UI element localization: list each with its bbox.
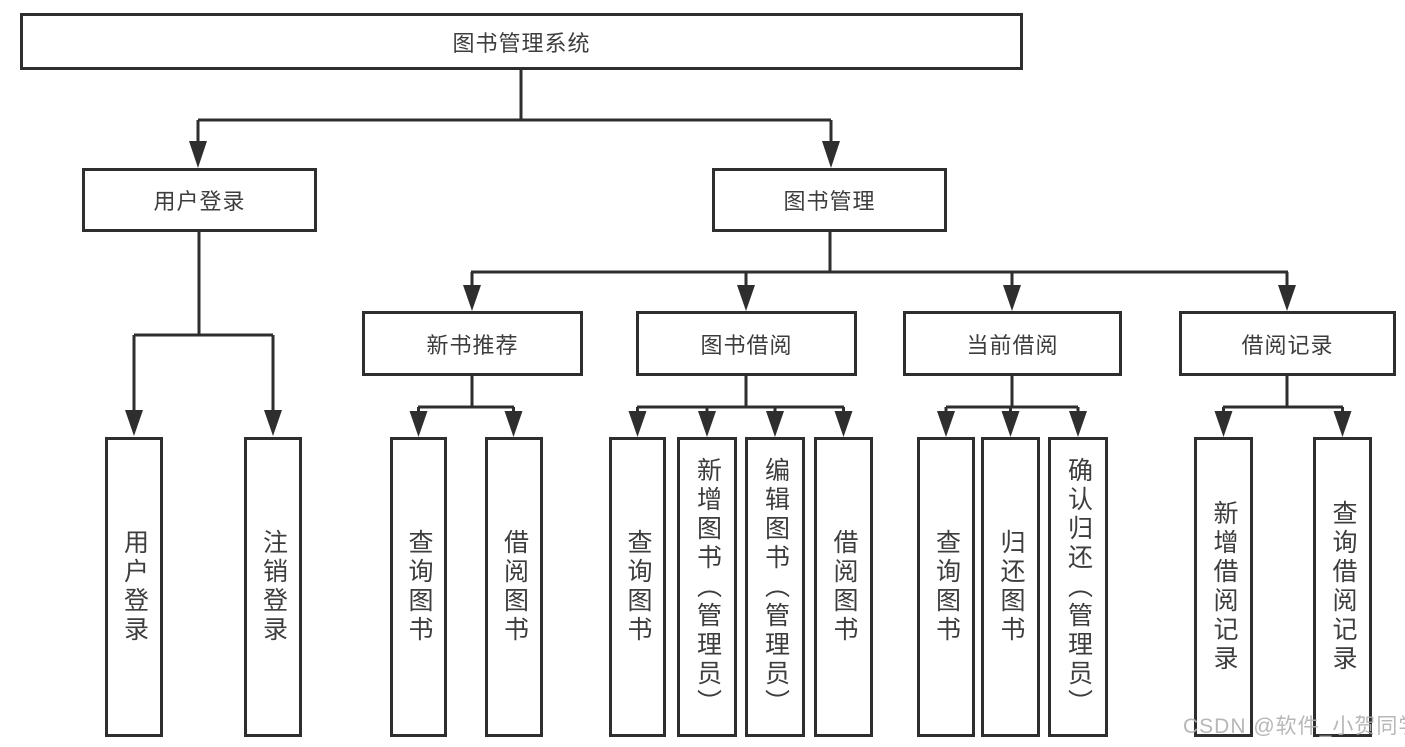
leaf-newbooks-borrow: 借阅图书 xyxy=(485,437,543,737)
leaf-newbooks-query-label: 查询图书 xyxy=(405,529,433,645)
leaf-current-return: 归还图书 xyxy=(981,437,1040,737)
leaf-logout-label: 注销登录 xyxy=(259,529,288,645)
leaf-borrowing-query-label: 查询图书 xyxy=(624,529,652,645)
node-new-book-recommend: 新书推荐 xyxy=(362,311,583,376)
leaf-records-add: 新增借阅记录 xyxy=(1194,437,1253,737)
leaf-borrowing-query: 查询图书 xyxy=(609,437,666,737)
leaf-logout: 注销登录 xyxy=(244,437,302,737)
leaf-records-query: 查询借阅记录 xyxy=(1313,437,1372,737)
leaf-borrowing-add: 新增图书（管理员） xyxy=(677,437,737,737)
csdn-watermark: CSDN @软件_小贺同学 xyxy=(1183,715,1405,738)
arrowhead-cur-return xyxy=(1001,411,1020,437)
leaf-records-query-label: 查询借阅记录 xyxy=(1329,500,1357,674)
leaf-borrowing-borrow-label: 借阅图书 xyxy=(830,529,858,645)
node-user-login: 用户登录 xyxy=(82,168,317,232)
arrowhead-cur-confirm xyxy=(1069,411,1087,437)
arrowhead-current xyxy=(1003,285,1021,311)
arrowhead-nb-query xyxy=(409,411,428,437)
arrowhead-rec-query xyxy=(1333,411,1352,437)
node-book-management: 图书管理 xyxy=(712,168,947,232)
leaf-records-add-label: 新增借阅记录 xyxy=(1210,500,1238,674)
leaf-borrowing-borrow: 借阅图书 xyxy=(814,437,873,737)
leaf-user-login: 用户登录 xyxy=(105,437,163,737)
arrowhead-user-login xyxy=(189,141,207,168)
leaf-borrowing-edit-label: 编辑图书（管理员） xyxy=(761,456,790,718)
leaf-borrowing-edit: 编辑图书（管理员） xyxy=(745,437,805,737)
arrowhead-bw-edit xyxy=(766,411,784,437)
leaf-current-query-label: 查询图书 xyxy=(932,529,961,645)
arrowhead-borrowing xyxy=(737,285,755,311)
leaf-borrowing-add-label: 新增图书（管理员） xyxy=(693,456,722,718)
arrowhead-book-mgmt xyxy=(822,141,840,168)
arrowhead-bw-query xyxy=(628,411,647,437)
node-root: 图书管理系统 xyxy=(20,13,1023,70)
arrowhead-bw-borrow xyxy=(834,411,853,437)
node-book-borrowing: 图书借阅 xyxy=(636,311,857,376)
node-borrow-records: 借阅记录 xyxy=(1179,311,1396,376)
arrowhead-cur-query xyxy=(937,411,955,437)
arrowhead-nb-borrow xyxy=(504,411,523,437)
arrowhead-rec-add xyxy=(1214,411,1233,437)
arrowhead-logout xyxy=(264,410,282,436)
leaf-current-return-label: 归还图书 xyxy=(997,529,1025,645)
arrowhead-login xyxy=(125,410,143,436)
node-current-borrowing: 当前借阅 xyxy=(903,311,1122,376)
arrowhead-new-books xyxy=(463,285,481,311)
arrowheads xyxy=(125,141,1352,437)
leaf-newbooks-query: 查询图书 xyxy=(390,437,447,737)
leaf-current-query: 查询图书 xyxy=(917,437,975,737)
arrowhead-bw-add xyxy=(698,411,716,437)
arrowhead-records xyxy=(1278,285,1296,311)
leaf-current-confirm: 确认归还（管理员） xyxy=(1048,437,1108,737)
leaf-current-confirm-label: 确认归还（管理员） xyxy=(1064,456,1093,718)
leaf-newbooks-borrow-label: 借阅图书 xyxy=(500,529,529,645)
leaf-user-login-label: 用户登录 xyxy=(120,529,149,645)
